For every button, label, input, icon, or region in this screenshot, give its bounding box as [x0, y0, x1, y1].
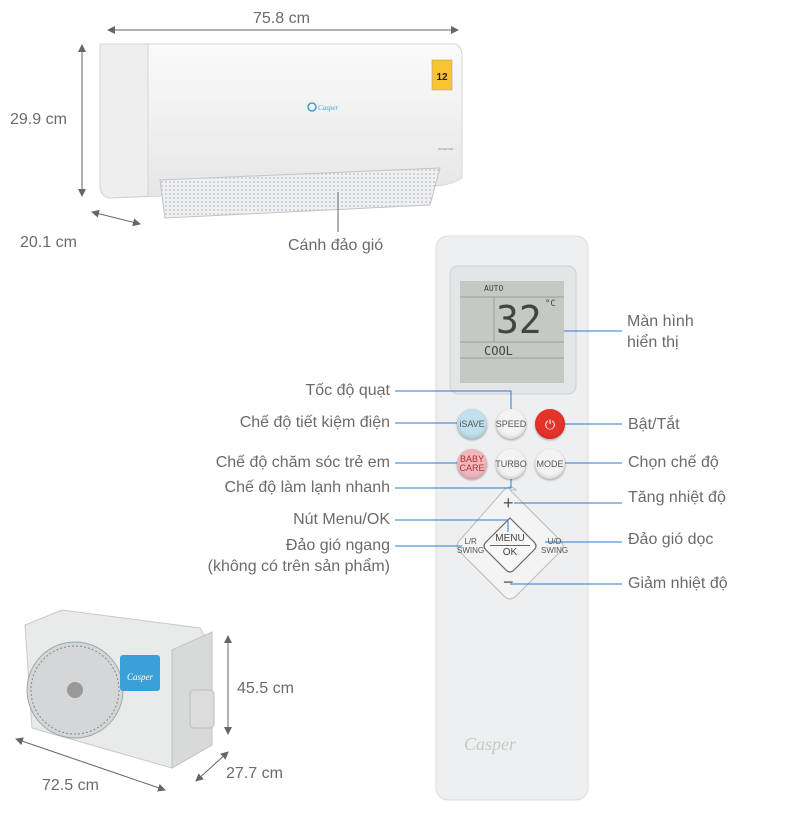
- outdoor-depth-line: [195, 751, 229, 782]
- callout-turbo: [395, 476, 512, 489]
- remote-brand-logo: Casper: [464, 734, 517, 754]
- menu-ok-button[interactable]: MENU OK: [490, 532, 530, 559]
- temp-down-label: Giảm nhiệt độ: [628, 575, 728, 592]
- care-label: CARE: [459, 463, 485, 473]
- lcd-temperature: 32: [496, 298, 542, 342]
- power-icon: ⏻: [544, 416, 556, 432]
- lcd-auto: AUTO: [484, 284, 504, 293]
- horizontal-swing-label: Đảo gió ngang: [285, 537, 390, 554]
- outdoor-height-label: 45.5 cm: [237, 680, 294, 697]
- outdoor-depth-label: 27.7 cm: [226, 765, 283, 782]
- outdoor-brand-badge: [120, 655, 160, 691]
- ud-label: U/D: [547, 537, 562, 546]
- menu-ok-label: Nút Menu/OK: [293, 511, 390, 528]
- indoor-unit: Casper 12 INVERTER: [99, 43, 463, 219]
- turbo-button[interactable]: TURBO: [495, 449, 527, 479]
- svg-text:Casper: Casper: [318, 104, 339, 112]
- baby-care-label: Chế độ chăm sóc trẻ em: [215, 454, 390, 471]
- svg-text:INVERTER: INVERTER: [438, 147, 454, 151]
- outdoor-unit: Casper: [24, 609, 215, 769]
- lcd-screen: [460, 281, 564, 383]
- louver-label: Cánh đảo gió: [288, 237, 384, 254]
- callout-menu: [395, 519, 509, 532]
- lr-swing-label: SWING: [457, 546, 485, 555]
- brand-logo-icon: [307, 102, 317, 112]
- screen-label-1: Màn hình: [627, 313, 694, 330]
- indoor-width-label: 75.8 cm: [253, 10, 310, 27]
- mode-select-label: Chọn chế độ: [628, 454, 719, 471]
- isave-button[interactable]: iSAVE: [457, 409, 487, 439]
- energy-label: [431, 59, 453, 91]
- indoor-height-label: 29.9 cm: [10, 111, 67, 128]
- vertical-swing-label: Đảo gió dọc: [628, 531, 714, 548]
- baby-label: BABY: [459, 454, 484, 464]
- menu-label: MENU: [490, 532, 530, 546]
- callout-speed: [395, 390, 512, 410]
- temp-up-label: Tăng nhiệt độ: [628, 489, 726, 506]
- speed-button[interactable]: SPEED: [496, 409, 526, 439]
- lcd-mode: COOL: [484, 344, 513, 358]
- mode-button[interactable]: MODE: [535, 449, 565, 479]
- temp-down-button[interactable]: −: [503, 572, 514, 592]
- fan-speed-label: Tốc độ quạt: [305, 382, 391, 399]
- power-button[interactable]: ⏻: [535, 409, 565, 439]
- lr-label: L/R: [464, 537, 477, 546]
- screen-label-2: hiển thị: [627, 334, 679, 351]
- remote-control: [435, 235, 589, 801]
- lcd-unit: °C: [545, 299, 556, 309]
- energy-saving-label: Chế độ tiết kiệm điện: [239, 414, 390, 431]
- ok-label: OK: [502, 547, 518, 558]
- louver: [159, 167, 441, 219]
- outdoor-width-line: [15, 737, 166, 792]
- indoor-depth-label: 20.1 cm: [20, 234, 77, 251]
- svg-text:Casper: Casper: [127, 672, 154, 682]
- svg-text:12: 12: [436, 72, 448, 83]
- outdoor-width-label: 72.5 cm: [42, 777, 99, 794]
- power-label: Bật/Tắt: [628, 416, 680, 433]
- depth-dimension-line: [91, 209, 141, 227]
- callout-lines: [395, 330, 622, 585]
- turbo-label: Chế độ làm lạnh nhanh: [224, 479, 390, 496]
- ud-swing-label: SWING: [541, 546, 569, 555]
- horizontal-swing-note: (không có trên sản phẩm): [207, 558, 390, 575]
- temp-up-button[interactable]: +: [503, 493, 514, 513]
